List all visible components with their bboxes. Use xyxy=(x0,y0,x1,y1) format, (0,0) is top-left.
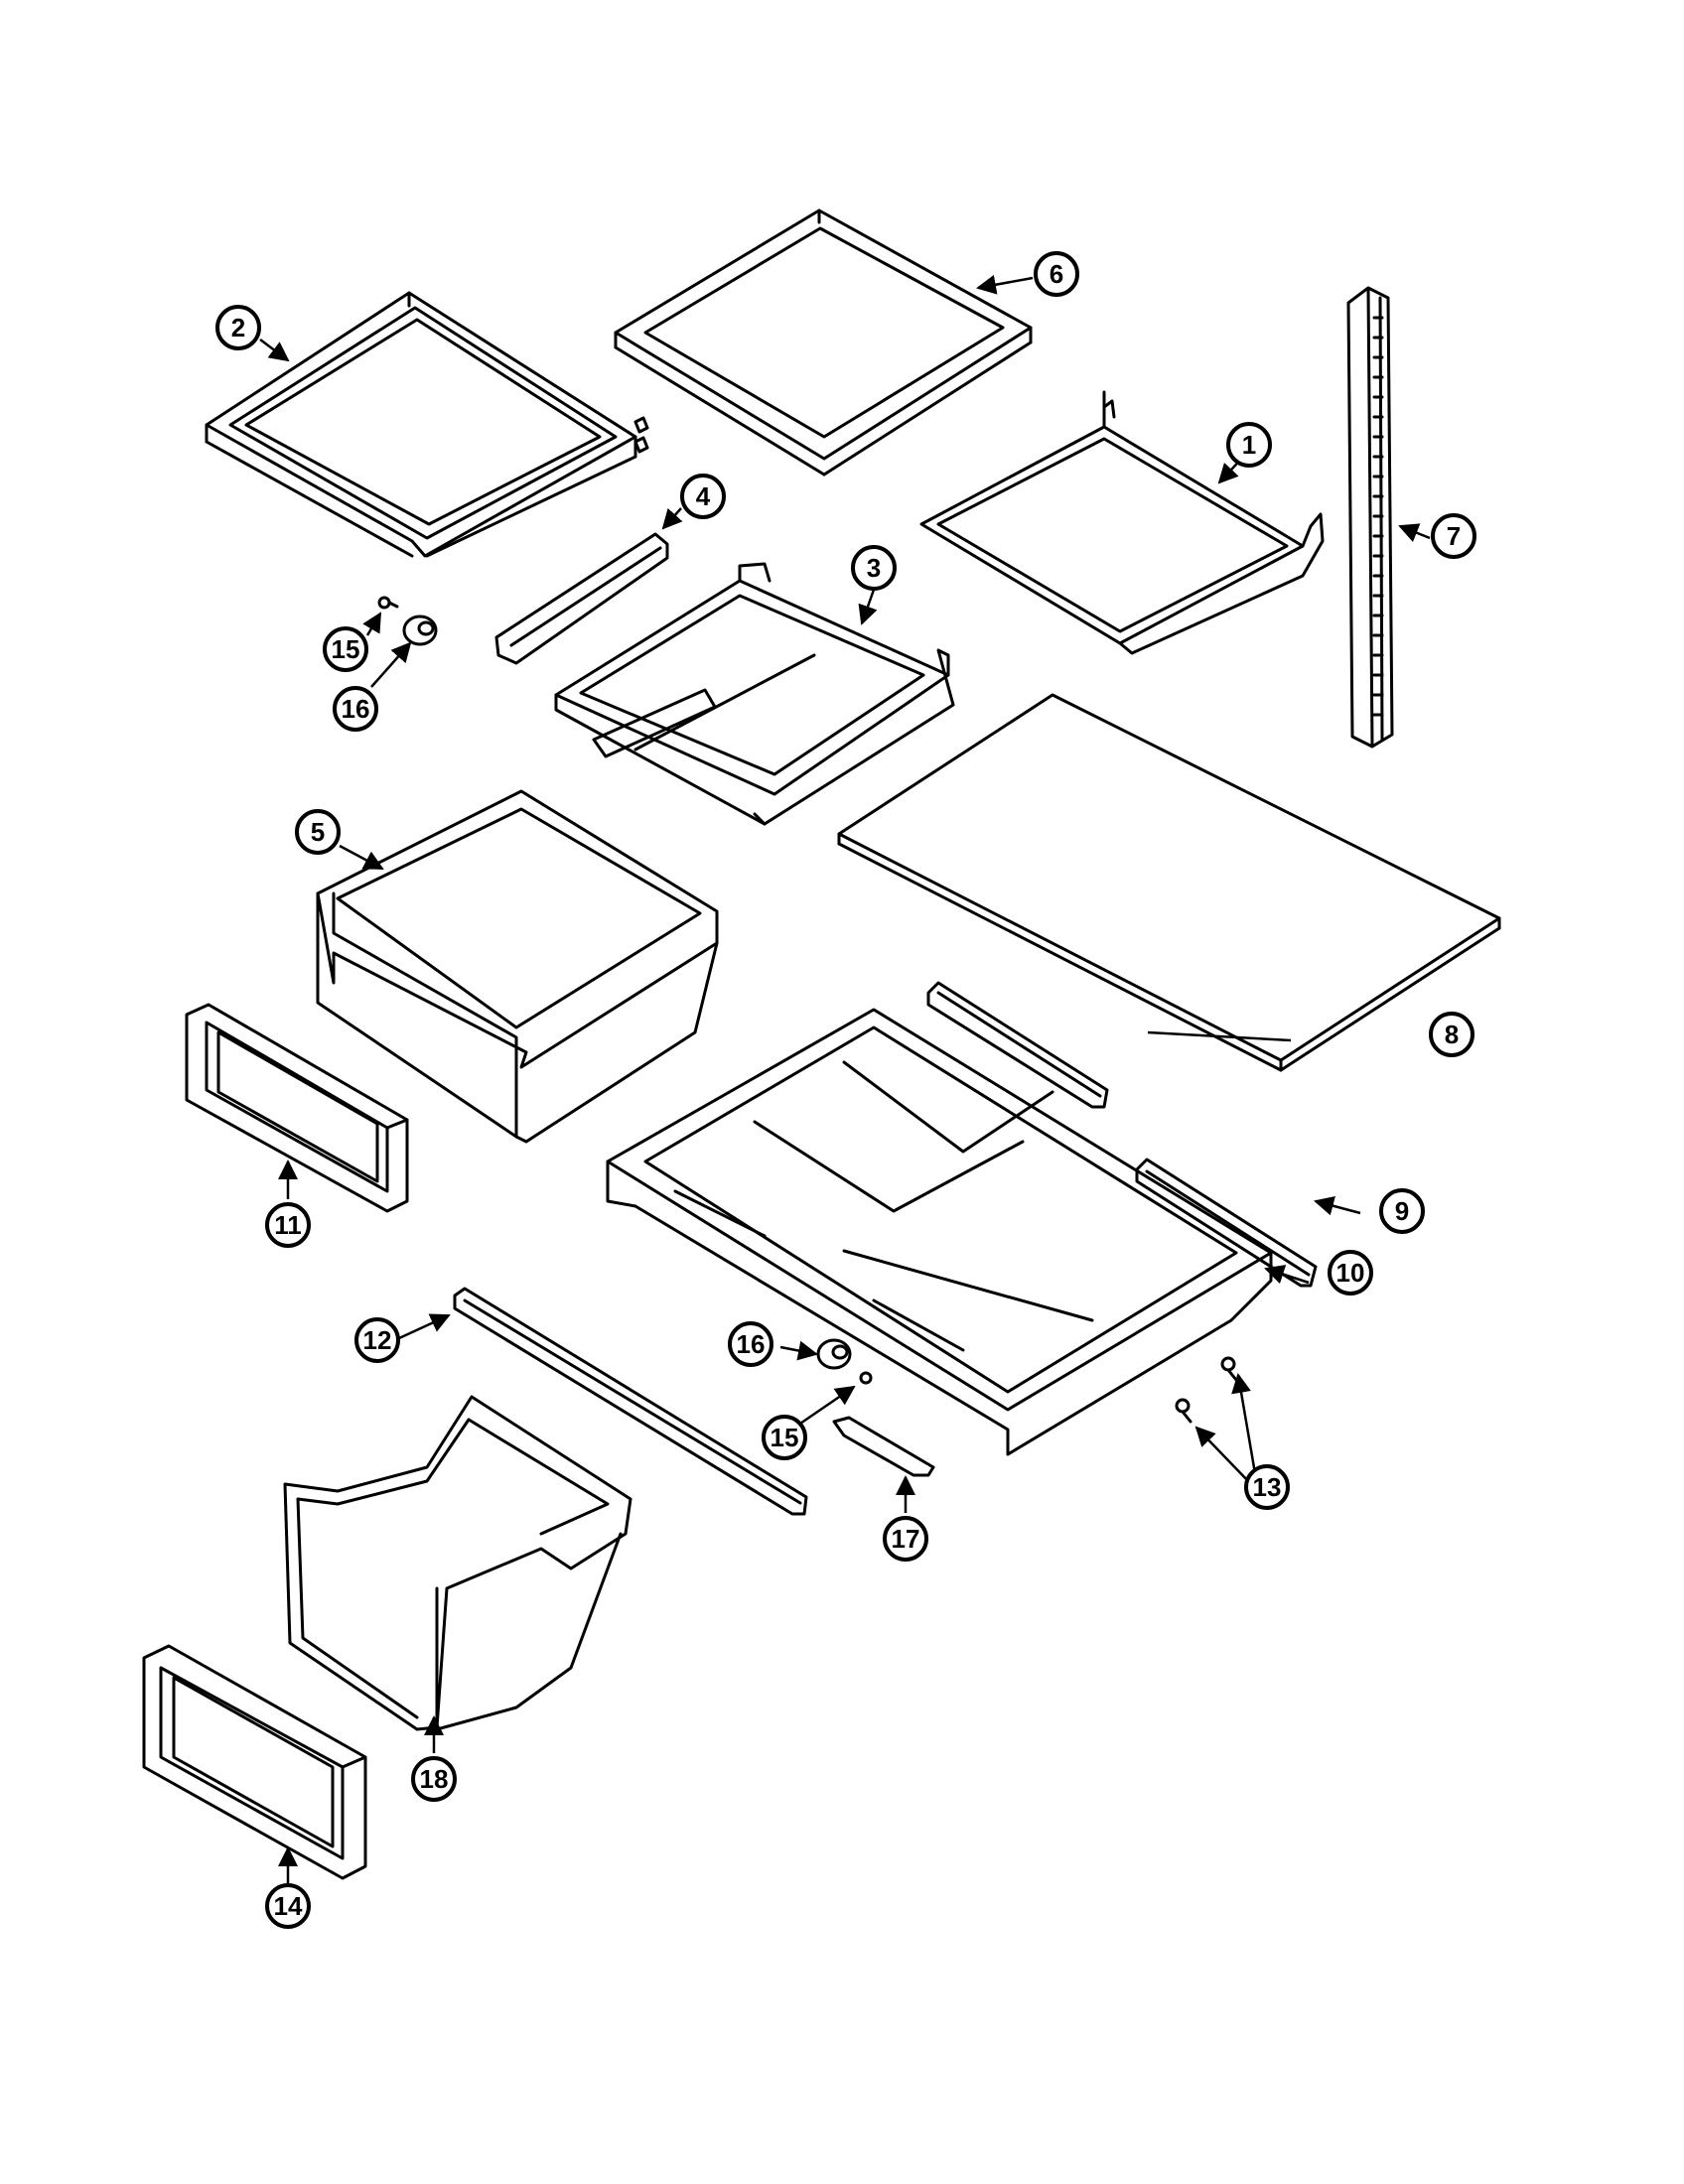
callout-16-lower: 16 xyxy=(728,1321,773,1367)
callout-7-label: 7 xyxy=(1447,521,1461,551)
callout-16-lower-label: 16 xyxy=(737,1329,766,1359)
part-10-crisper-cover-frame xyxy=(606,1008,1273,1456)
callout-9: 9 xyxy=(1379,1188,1425,1234)
callout-16-upper-label: 16 xyxy=(342,694,370,724)
part-17-slide xyxy=(832,1416,935,1477)
callout-12-label: 12 xyxy=(363,1325,392,1355)
callout-15-lower-label: 15 xyxy=(771,1423,799,1452)
leader-5 xyxy=(339,844,384,871)
callout-4: 4 xyxy=(680,474,726,519)
leader-9 xyxy=(1314,1195,1361,1216)
callout-17-label: 17 xyxy=(892,1524,920,1554)
leader-7 xyxy=(1398,523,1431,542)
callout-6: 6 xyxy=(1034,251,1079,297)
callout-7: 7 xyxy=(1431,513,1476,559)
part-5-crisper-pan xyxy=(316,789,719,1144)
part-16-roller-upper xyxy=(402,614,438,646)
callout-17: 17 xyxy=(883,1516,928,1562)
callout-16-upper: 16 xyxy=(333,686,378,732)
callout-8: 8 xyxy=(1429,1012,1474,1057)
callout-18-label: 18 xyxy=(420,1764,449,1794)
leader-15-lower xyxy=(796,1385,856,1428)
part-16-roller-lower xyxy=(816,1338,852,1370)
callout-3: 3 xyxy=(851,545,897,591)
callout-4-label: 4 xyxy=(696,481,711,511)
callout-2: 2 xyxy=(215,305,261,350)
callout-14: 14 xyxy=(265,1883,311,1929)
leader-13a xyxy=(1231,1373,1258,1480)
part-15-screw-lower xyxy=(859,1371,873,1385)
part-11-drawer-front xyxy=(185,1003,409,1213)
part-3-slide-out-frame xyxy=(554,562,955,826)
callout-15-lower: 15 xyxy=(762,1415,807,1460)
part-6-glass-shelf xyxy=(614,208,1033,477)
part-18-deli-pan xyxy=(283,1395,632,1731)
leader-4 xyxy=(661,507,683,530)
callout-8-label: 8 xyxy=(1445,1020,1459,1049)
leader-16-upper xyxy=(370,641,412,688)
callout-13: 13 xyxy=(1244,1464,1290,1510)
leader-lines xyxy=(259,274,1431,1884)
part-7-shelf-ladder-rail xyxy=(1346,286,1394,749)
callout-1: 1 xyxy=(1226,422,1272,468)
leader-6 xyxy=(976,274,1034,295)
part-14-drawer-front xyxy=(142,1644,367,1880)
callout-10-label: 10 xyxy=(1336,1258,1365,1288)
part-8-glass-panel xyxy=(837,693,1501,1072)
callout-1-label: 1 xyxy=(1242,430,1256,460)
leader-12 xyxy=(398,1313,451,1340)
part-4-slide-rail xyxy=(494,532,669,665)
leader-13b xyxy=(1194,1426,1252,1485)
callout-11-label: 11 xyxy=(274,1210,302,1240)
leader-15-upper xyxy=(362,612,382,636)
part-15-screw-upper xyxy=(377,596,399,610)
callout-3-label: 3 xyxy=(867,553,881,583)
callout-10: 10 xyxy=(1328,1250,1373,1296)
leader-16-lower xyxy=(779,1340,818,1361)
callout-6-label: 6 xyxy=(1050,259,1063,289)
callout-15-upper: 15 xyxy=(323,626,368,672)
callout-11: 11 xyxy=(265,1202,311,1248)
callout-14-label: 14 xyxy=(274,1891,303,1921)
callout-9-label: 9 xyxy=(1395,1196,1409,1226)
callout-5: 5 xyxy=(295,809,341,855)
part-13-screws xyxy=(1175,1356,1238,1424)
part-2-shelf xyxy=(205,291,649,558)
callout-12: 12 xyxy=(354,1317,400,1363)
callout-2-label: 2 xyxy=(231,313,245,342)
callout-18: 18 xyxy=(411,1756,457,1802)
callout-15-upper-label: 15 xyxy=(332,634,360,664)
leader-8 xyxy=(1147,1030,1292,1042)
callout-13-label: 13 xyxy=(1253,1472,1282,1502)
leader-10 xyxy=(1264,1265,1310,1285)
leader-2 xyxy=(259,339,290,362)
part-12-rail xyxy=(453,1287,808,1516)
leader-3 xyxy=(858,589,878,625)
part-1-cantilever-shelf xyxy=(919,390,1325,655)
callout-5-label: 5 xyxy=(311,817,325,847)
